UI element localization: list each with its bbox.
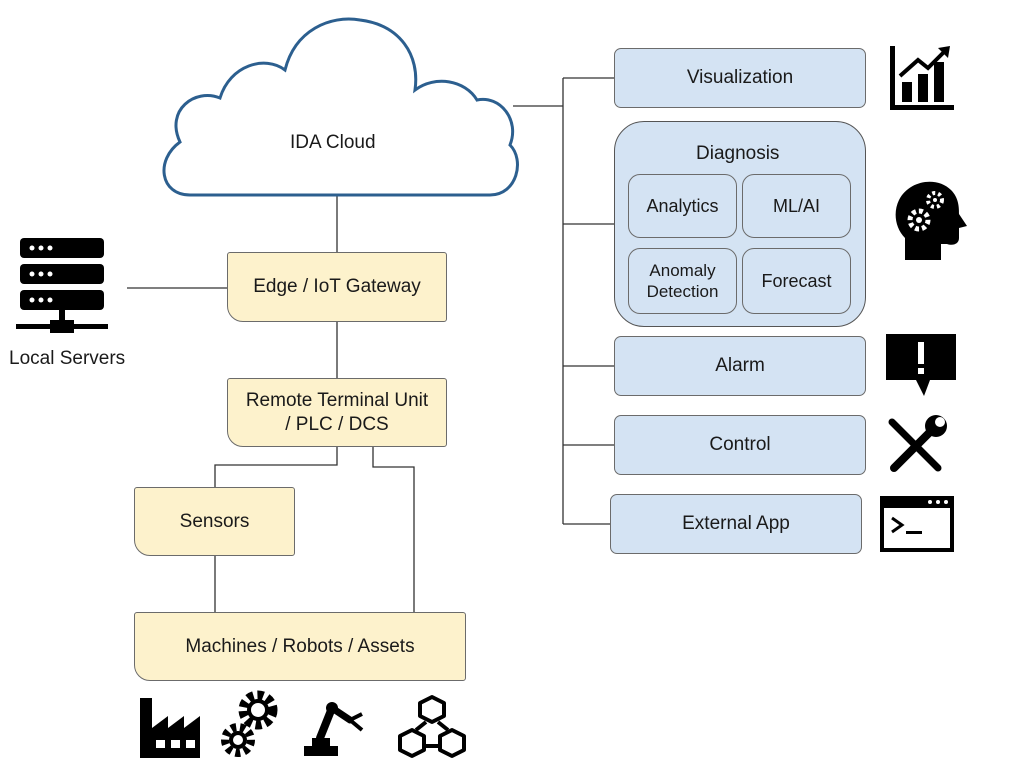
diagnosis-title: Diagnosis (696, 143, 780, 164)
factory-icon (140, 698, 200, 758)
cube-network-icon (398, 695, 466, 758)
sensors-label: Sensors (179, 510, 250, 532)
alarm-label: Alarm (715, 355, 765, 377)
control-box: Control (614, 415, 866, 475)
visualization-label: Visualization (686, 67, 794, 89)
ml-ai-label: ML/AI (772, 195, 820, 216)
tools-icon (888, 415, 947, 472)
cloud-label: IDA Cloud (290, 132, 376, 153)
external-app-box: External App (610, 494, 862, 554)
local-servers-label: Local Servers (9, 348, 126, 369)
edge-gateway-label: Edge / IoT Gateway (253, 276, 421, 298)
cloud-shape (162, 17, 519, 197)
anomaly-detection-box: Anomaly Detection (628, 248, 737, 314)
alert-bubble-icon (886, 334, 956, 396)
control-label: Control (709, 434, 771, 456)
sensors-box: Sensors (134, 487, 295, 556)
visualization-box: Visualization (614, 48, 866, 108)
terminal-icon (880, 496, 954, 552)
server-rack-icon (16, 238, 108, 333)
gears-icon (221, 690, 278, 757)
analytics-box: Analytics (628, 174, 737, 238)
head-gears-icon (895, 181, 967, 260)
rtu-label-line2: / PLC / DCS (285, 413, 389, 435)
machines-box: Machines / Robots / Assets (134, 612, 466, 681)
analytics-label: Analytics (646, 195, 719, 216)
external-app-label: External App (682, 513, 790, 535)
edge-gateway-box: Edge / IoT Gateway (227, 252, 447, 322)
forecast-label: Forecast (761, 270, 832, 291)
robot-arm-icon (304, 702, 364, 756)
alarm-box: Alarm (614, 336, 866, 396)
anomaly-label-line1: Anomaly (649, 260, 716, 280)
ml-ai-box: ML/AI (742, 174, 851, 238)
anomaly-label-line2: Detection (646, 282, 719, 301)
rtu-box: Remote Terminal Unit / PLC / DCS (227, 378, 447, 447)
machines-label: Machines / Robots / Assets (185, 635, 415, 657)
bar-chart-icon (890, 46, 954, 110)
rtu-label-line1: Remote Terminal Unit (245, 389, 429, 411)
forecast-box: Forecast (742, 248, 851, 314)
